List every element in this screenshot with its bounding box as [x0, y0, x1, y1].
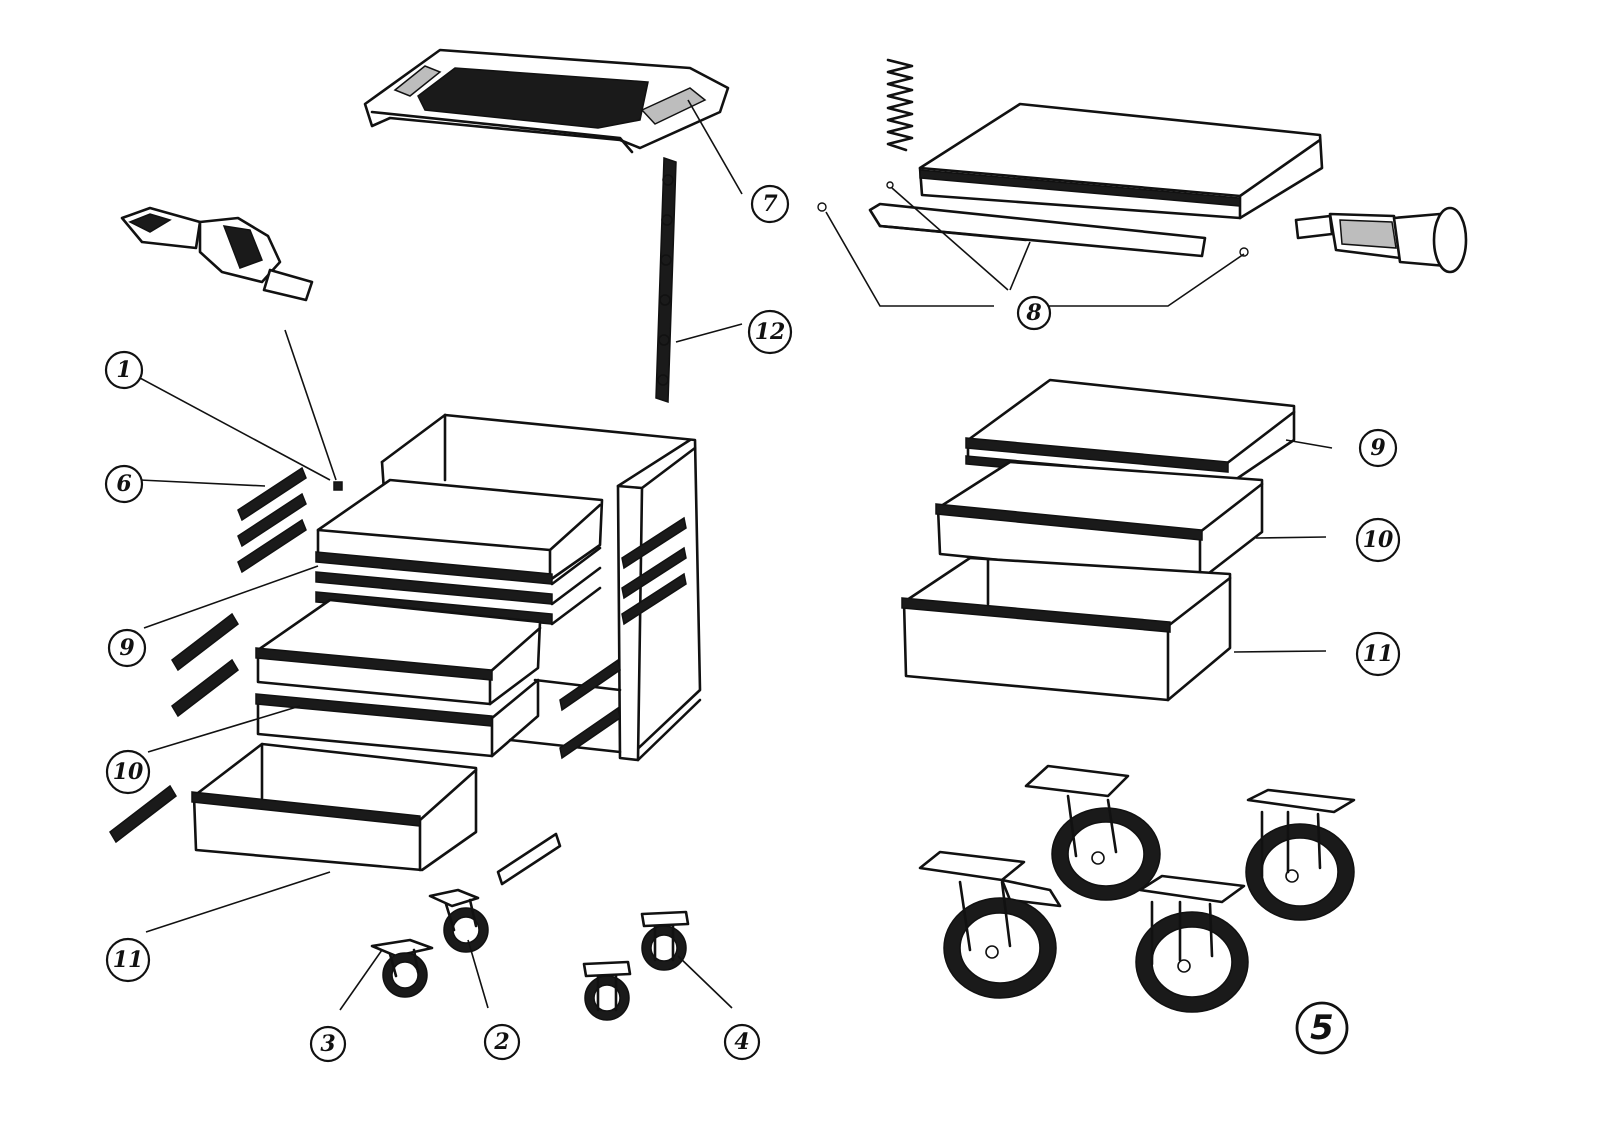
medium-drawers-left	[255, 598, 542, 758]
callout-11-right: 11	[1355, 631, 1401, 677]
callout-2-label: 2	[493, 1029, 509, 1055]
small-caster-2	[428, 888, 489, 953]
small-caster-4b	[640, 910, 690, 971]
callout-10-right-label: 10	[1363, 527, 1394, 553]
callout-3-label: 3	[320, 1031, 335, 1057]
callout-11-left: 11	[105, 937, 151, 983]
callout-7-label: 7	[762, 191, 778, 217]
callout-1: 1	[104, 350, 144, 390]
slide-rails-upper	[237, 466, 307, 574]
callout-7: 7	[750, 184, 790, 224]
callout-12: 12	[747, 309, 793, 355]
callout-8-label: 8	[1025, 300, 1041, 326]
callout-5-label: 5	[1310, 1008, 1334, 1048]
callout-9-left-label: 9	[119, 635, 134, 661]
callout-4-label: 4	[734, 1029, 749, 1055]
large-caster-back-right	[1245, 788, 1356, 921]
side-handle-part	[120, 206, 314, 302]
lock-bar-part	[655, 156, 677, 404]
large-drawer-left	[191, 742, 478, 872]
callout-6-label: 6	[116, 471, 131, 497]
large-caster-front-right	[1135, 874, 1249, 1013]
callout-11-right-label: 11	[1363, 641, 1394, 667]
callout-3: 3	[309, 1025, 347, 1063]
callout-2: 2	[483, 1023, 521, 1061]
large-caster-front-left	[918, 850, 1062, 999]
callout-8: 8	[1016, 295, 1052, 331]
callout-10-left: 10	[105, 749, 151, 795]
large-drawer-right	[901, 556, 1232, 702]
callout-9-right: 9	[1358, 428, 1398, 468]
callout-9-right-label: 9	[1370, 435, 1385, 461]
small-caster-4a	[582, 960, 632, 1021]
top-right-handle	[1294, 206, 1468, 274]
small-caster-3	[370, 938, 434, 998]
leader-lines	[139, 99, 1333, 1011]
medium-drawer-right	[935, 460, 1264, 582]
top-tray-part	[363, 48, 730, 154]
callout-6: 6	[104, 464, 144, 504]
callout-10-left-label: 10	[113, 759, 144, 785]
spring-part	[886, 58, 914, 152]
top-right-drawer	[817, 102, 1324, 258]
slide-rails-lower	[109, 612, 562, 886]
callout-4: 4	[723, 1023, 761, 1061]
callout-1-label: 1	[116, 357, 131, 383]
callout-12-label: 12	[755, 319, 786, 345]
cabinet-frame	[333, 413, 702, 762]
callout-9-left: 9	[107, 628, 147, 668]
large-caster-back-left	[1024, 764, 1161, 901]
callout-5: 5	[1295, 1001, 1349, 1055]
callout-10-right: 10	[1355, 517, 1401, 563]
callout-11-left-label: 11	[113, 947, 144, 973]
